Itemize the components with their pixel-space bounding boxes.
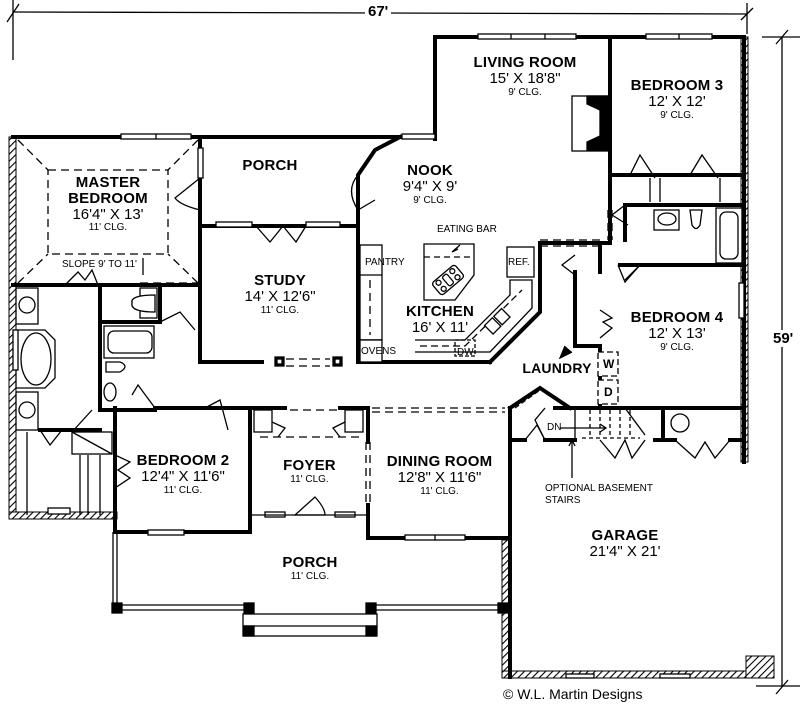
washer-label: W: [603, 357, 615, 371]
basement-stairs-label-line1: OPTIONAL BASEMENT: [545, 483, 653, 494]
stairs-down-label: DN: [547, 422, 562, 433]
room-front-porch: PORCH 11' CLG.: [245, 555, 375, 582]
pantry-label: PANTRY: [365, 257, 405, 268]
room-dimensions: 12'8" X 11'6": [397, 468, 482, 486]
room-bedroom-2: BEDROOM 2 12'4" X 11'6" 11' CLG.: [118, 453, 248, 496]
room-name: NOOK: [407, 162, 453, 179]
room-name: DINING ROOM: [386, 453, 493, 470]
room-dining-room: DINING ROOM 12'8" X 11'6" 11' CLG.: [372, 454, 507, 497]
room-name-line2: BEDROOM: [68, 189, 148, 207]
thin-lines: [12, 33, 745, 679]
dryer-label: D: [604, 385, 613, 399]
ceiling-slope-note: SLOPE 9' TO 11': [62, 259, 137, 270]
ceiling-height: 11' CLG.: [260, 304, 300, 316]
room-name: PORCH: [282, 554, 338, 571]
overall-width-dimension: 67': [365, 3, 392, 20]
ceiling-height: 11' CLG.: [290, 570, 330, 582]
room-name: FOYER: [283, 457, 336, 474]
room-dimensions: 12' X 13': [648, 324, 706, 342]
room-name: PORCH: [242, 157, 298, 174]
room-dimensions: 16' X 11': [411, 318, 469, 336]
room-dimensions: 14' X 12'6": [244, 287, 316, 305]
room-name: BEDROOM 3: [630, 77, 724, 94]
ovens-label: OVENS: [361, 346, 397, 357]
room-dimensions: 12' X 12': [648, 92, 706, 110]
ceiling-height: 11' CLG.: [88, 222, 128, 234]
ceiling-height: 11' CLG.: [290, 473, 329, 485]
room-name-line1: MASTER: [75, 174, 141, 191]
room-garage: GARAGE 21'4" X 21': [560, 528, 690, 560]
ceiling-height: 9' CLG.: [660, 109, 694, 121]
room-bedroom-4: BEDROOM 4 12' X 13' 9' CLG.: [612, 310, 742, 353]
room-name: BEDROOM 4: [630, 309, 724, 326]
room-dimensions: 16'4" X 13': [72, 205, 144, 223]
room-dimensions: 21'4" X 21': [589, 542, 661, 560]
ceiling-height: 11' CLG.: [420, 485, 459, 497]
ceiling-height: 9' CLG.: [660, 341, 694, 353]
room-name: LAUNDRY: [522, 360, 592, 376]
room-master-bedroom: MASTER BEDROOM 16'4" X 13' 11' CLG.: [48, 175, 168, 234]
room-laundry: LAUNDRY: [522, 361, 592, 376]
room-foyer: FOYER 11' CLG.: [262, 458, 357, 485]
dishwasher-label: DW: [457, 347, 474, 358]
room-rear-porch: PORCH: [205, 158, 335, 174]
room-name: GARAGE: [591, 527, 659, 544]
room-name: LIVING ROOM: [473, 54, 577, 71]
room-name: BEDROOM 2: [136, 452, 230, 469]
room-study: STUDY 14' X 12'6" 11' CLG.: [215, 273, 345, 316]
basement-stairs-label-line2: STAIRS: [545, 495, 581, 506]
front-porch: [111, 532, 509, 637]
room-dimensions: 9'4" X 9': [402, 177, 458, 195]
ceiling-height: 9' CLG.: [413, 194, 447, 206]
refrigerator-label: REF.: [508, 257, 530, 268]
room-kitchen: KITCHEN 16' X 11': [400, 304, 480, 336]
room-name: STUDY: [254, 272, 306, 289]
room-nook: NOOK 9'4" X 9' 9' CLG.: [380, 163, 480, 206]
overall-depth-dimension: 59': [770, 330, 797, 347]
eating-bar-label: EATING BAR: [437, 224, 497, 235]
copyright-notice: © W.L. Martin Designs: [503, 686, 643, 702]
ceiling-height: 11' CLG.: [163, 484, 203, 496]
room-dimensions: 12'4" X 11'6": [141, 467, 225, 485]
room-living-room: LIVING ROOM 15' X 18'8" 9' CLG.: [440, 55, 610, 98]
room-name: KITCHEN: [405, 303, 475, 320]
ceiling-height: 9' CLG.: [508, 86, 542, 98]
room-bedroom-3: BEDROOM 3 12' X 12' 9' CLG.: [612, 78, 742, 121]
room-dimensions: 15' X 18'8": [489, 69, 561, 87]
